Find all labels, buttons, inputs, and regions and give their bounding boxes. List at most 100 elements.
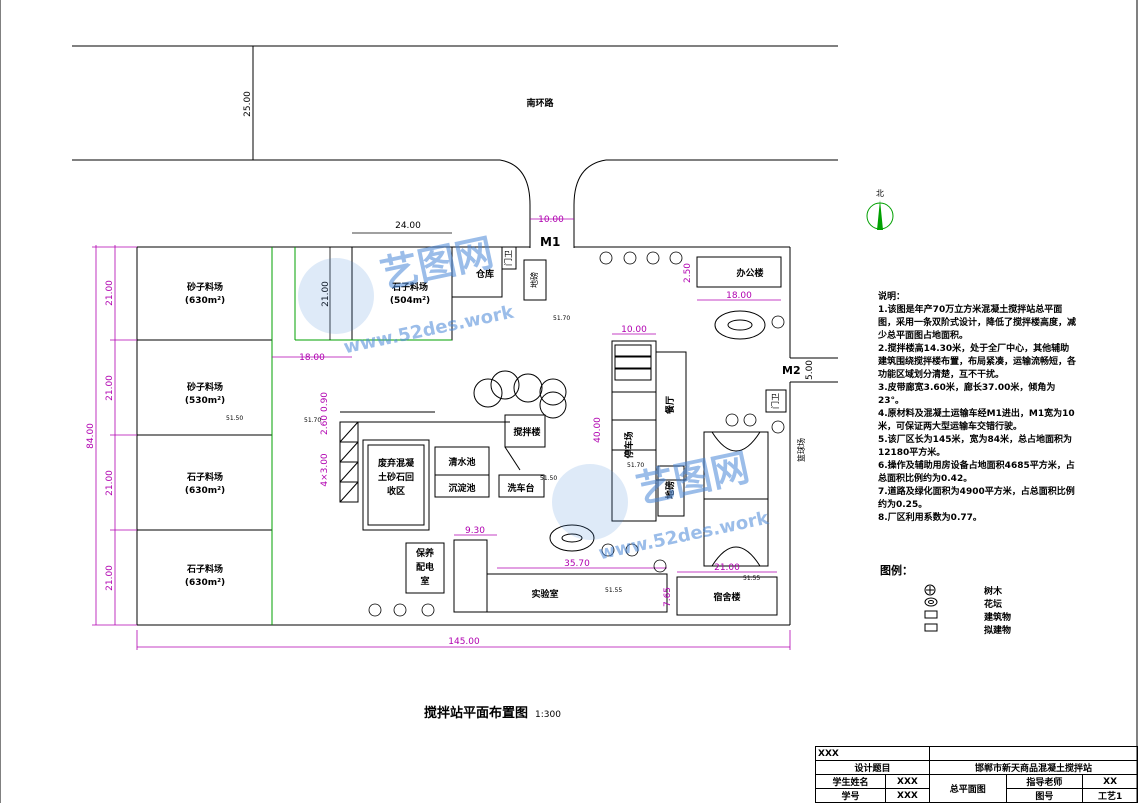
dim-260: 2.60 xyxy=(320,415,330,435)
car-wash xyxy=(498,474,545,498)
yard-3-dim: 21.00 xyxy=(105,470,115,496)
drawing-title: 搅拌站平面布置图 xyxy=(424,705,528,721)
gate-m2-label: M2 xyxy=(782,364,801,377)
guard-2-label: 门卫 xyxy=(770,393,780,409)
office-label: 办公楼 xyxy=(736,267,763,279)
site-depth-dim: 84.00 xyxy=(86,423,96,449)
weighbridge-1-label: 地磅 xyxy=(529,272,539,288)
basketball-court xyxy=(703,431,769,567)
gate-m1-label: M1 xyxy=(540,235,560,249)
laboratory xyxy=(453,539,488,613)
gate-m2-width-dim: 5.00 xyxy=(805,360,815,380)
legend-tree-name: 树木 xyxy=(984,587,1003,597)
watermark-brand-1: 艺图网 xyxy=(377,230,498,297)
planned-building-icon xyxy=(924,623,938,635)
north-label: 北 xyxy=(876,189,884,198)
yard-2-dim: 21.00 xyxy=(105,375,115,401)
title-block: XXX 设计题目 邯郸市新天商品混凝土搅拌站 学生姓名 XXX 总平面图 指导老… xyxy=(815,746,1138,803)
legend-row-building: 建筑物 xyxy=(880,610,1040,623)
note-2: 2.搅拌楼高14.30米，处于全厂中心，其他辅助建筑围绕搅拌楼布置，布局紧凑，运… xyxy=(878,344,1077,380)
yard-4-name: 石子料场 xyxy=(186,563,223,575)
dorm-label: 宿舍楼 xyxy=(713,591,740,603)
north-arrow xyxy=(866,200,894,230)
road-name-label: 南环路 xyxy=(526,97,554,109)
weighbridge-1 xyxy=(523,259,547,301)
note-4: 4.原材料及混凝土运输车经M1进出，M1宽为10米，可保证两大型运输车交错行驶。 xyxy=(878,409,1075,432)
court-label: 篮球场 xyxy=(796,438,806,462)
building-icon xyxy=(924,610,938,622)
gate-width-dim: 10.00 xyxy=(538,215,564,225)
yard-1-dim: 21.00 xyxy=(105,280,115,306)
elev-3: 51.70 xyxy=(304,417,321,424)
stone-yard-depth-dim: 21.00 xyxy=(321,281,331,307)
elev-1: 51.70 xyxy=(553,315,570,322)
maint-label-3: 室 xyxy=(420,575,429,587)
dorm-depth-dim: 7.65 xyxy=(663,587,673,607)
tb-student-name-label: 学生姓名 xyxy=(815,774,886,789)
yard-1-area: (630m²) xyxy=(185,296,225,306)
legend-row-flowerbed: 花坛 xyxy=(880,597,1040,610)
note-1: 1.该图是年产70万立方米混凝土搅拌站总平面图，采用一条双阶式设计，降低了搅拌楼… xyxy=(878,305,1077,341)
dormitory xyxy=(676,576,778,616)
guard-1-label: 门卫 xyxy=(503,250,513,266)
mixer-area xyxy=(473,370,567,471)
flowerbed-icon xyxy=(924,597,938,610)
yards xyxy=(137,247,273,625)
laboratory-wing xyxy=(454,573,668,613)
elev-6: 51.55 xyxy=(605,587,622,594)
stone-yard-offset-dim: 18.00 xyxy=(299,353,325,363)
maint-label-1: 保养 xyxy=(415,547,434,559)
recycle-area xyxy=(339,411,510,531)
yard-4-dim: 21.00 xyxy=(105,565,115,591)
elev-5: 51.50 xyxy=(540,475,557,482)
yard-3-area: (630m²) xyxy=(185,486,225,496)
tree-icon xyxy=(924,584,936,599)
legend-row-tree: 树木 xyxy=(880,584,1040,597)
tb-student-name: XXX xyxy=(884,774,930,789)
flowerbed-1 xyxy=(714,310,766,340)
note-5: 5.该厂区长为145米，宽为84米，总占地面积为12180平方米。 xyxy=(878,435,1072,458)
guard-2 xyxy=(765,389,787,413)
yard-4-area: (630m²) xyxy=(185,578,225,588)
yard-1-name: 砂子料场 xyxy=(187,281,223,293)
tb-sheet-label: 图号 xyxy=(1005,788,1084,803)
dim-090: 0.90 xyxy=(320,392,330,412)
tb-student-id-label: 学号 xyxy=(815,788,886,803)
watermark-globe-2 xyxy=(552,464,628,540)
drawing-scale: 1:300 xyxy=(535,710,561,720)
flowerbed-2 xyxy=(549,524,595,552)
road-width-dim: 25.00 xyxy=(243,91,253,117)
lab-width-dim: 9.30 xyxy=(465,526,485,536)
parking-label: 停车场 xyxy=(623,431,635,458)
maint-label-2: 配电 xyxy=(416,561,434,573)
tb-design-subject: 设计题目 xyxy=(815,760,930,775)
legend-row-planned: 拟建物 xyxy=(880,623,1040,636)
wash-label: 洗车台 xyxy=(507,482,534,494)
elev-4: 51.70 xyxy=(627,462,644,469)
office-depth-dim: 2.50 xyxy=(683,263,693,283)
recycle-dim: 4×3.00 xyxy=(320,453,330,487)
canteen xyxy=(655,351,687,481)
lab-label: 实验室 xyxy=(531,588,558,600)
elev-2: 51.50 xyxy=(226,415,243,422)
notes-heading: 说明： xyxy=(878,292,906,302)
design-notes: 说明： 1.该图是年产70万立方米混凝土搅拌站总平面图，采用一条双阶式设计，降低… xyxy=(878,291,1078,525)
tb-project: 邯郸市新天商品混凝土搅拌站 xyxy=(928,760,1138,775)
tb-student-id: XXX xyxy=(884,788,930,803)
mixer-label: 搅拌楼 xyxy=(513,426,540,438)
tb-top: XXX xyxy=(815,746,930,761)
note-7: 7.道路及绿化面积为4900平方米，占总面积比例约为0.25。 xyxy=(878,487,1075,510)
office-width-dim: 18.00 xyxy=(726,291,752,301)
legend-building-name: 建筑物 xyxy=(984,613,1012,623)
recycle-label-2: 土砂石回 xyxy=(378,471,414,483)
stone-yard-name: 石子料场 xyxy=(391,281,428,293)
watermark-brand-2: 艺图网 xyxy=(632,445,753,512)
left-dimension-chain xyxy=(92,245,137,626)
tb-advisor: XX xyxy=(1082,774,1138,789)
note-8: 8.厂区利用系数为0.77。 xyxy=(878,513,982,523)
weighbridge-2 xyxy=(657,465,685,517)
tb-sheet: 工艺1 xyxy=(1082,788,1138,803)
legend-flowerbed-name: 花坛 xyxy=(984,600,1003,610)
dorm-width-dim: 21.00 xyxy=(714,563,740,573)
